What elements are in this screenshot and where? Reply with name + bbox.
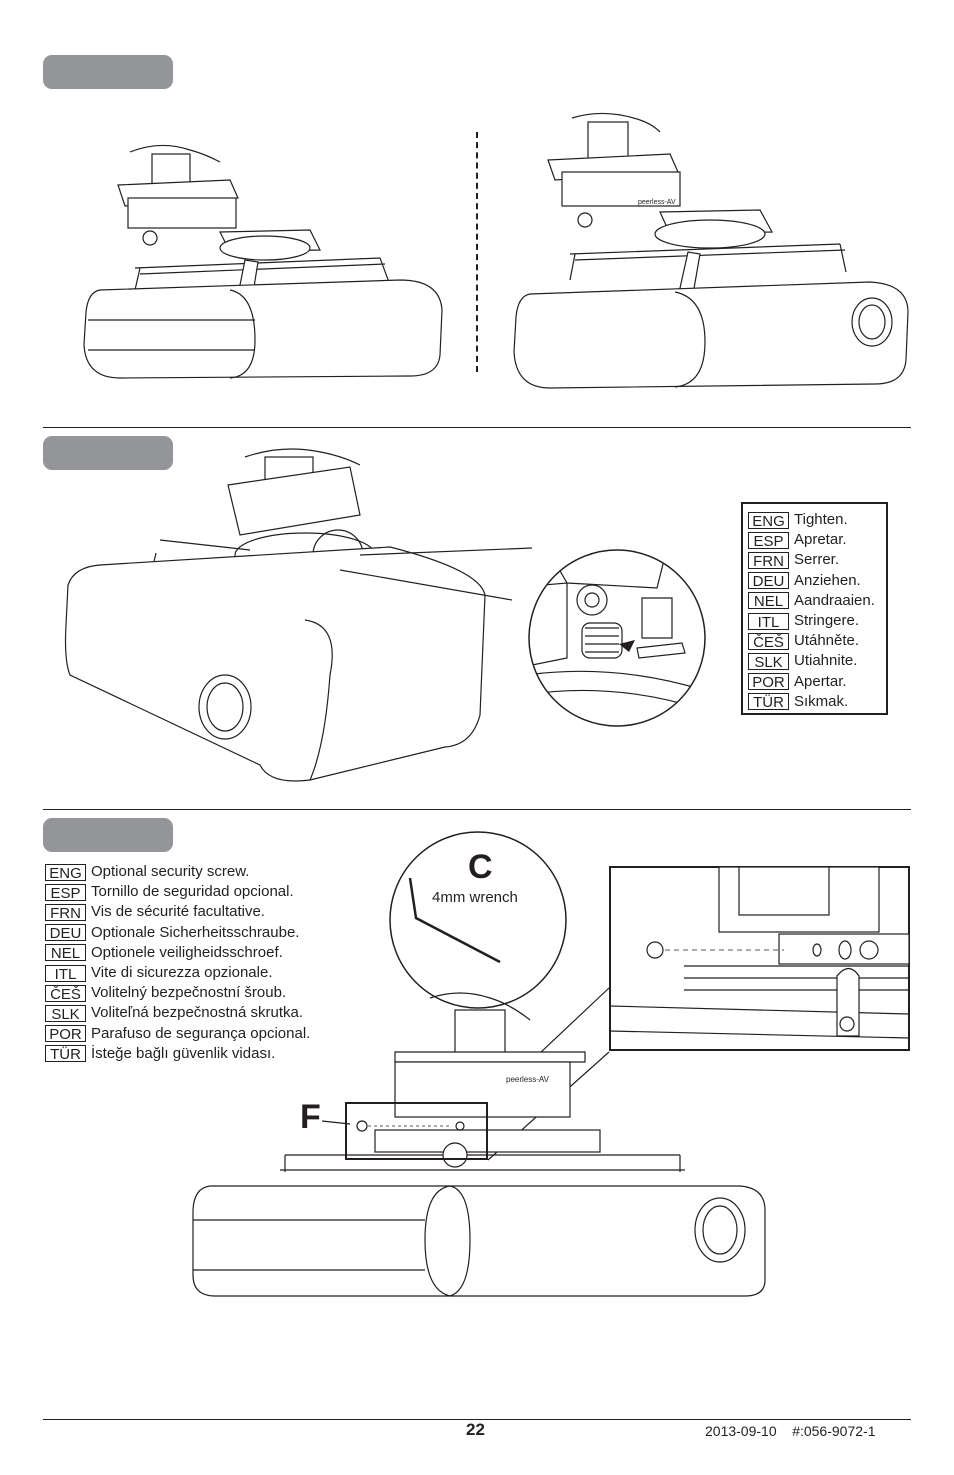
legend-text: Parafuso de segurança opcional.: [91, 1024, 311, 1042]
legend-text: Apretar.: [794, 531, 847, 549]
legend-row: DEU Anziehen.: [748, 571, 875, 591]
tighten-detail-zoom: [528, 549, 706, 727]
legend-text: Voliteľná bezpečnostná skrutka.: [91, 1004, 304, 1022]
legend-row: DEU Optionale Sicherheitsschraube.: [45, 923, 310, 943]
legend-row: ČEŠ Utáhněte.: [748, 631, 875, 651]
language-code: ČEŠ: [748, 632, 789, 651]
footer-divider: [43, 1419, 911, 1420]
security-screw-icon: [356, 1120, 465, 1132]
language-code: DEU: [748, 572, 789, 590]
legend-text: Stringere.: [794, 611, 860, 629]
language-code: SLK: [45, 1004, 86, 1023]
legend-text: Vis de sécurité facultative.: [91, 903, 265, 921]
legend-text: Optional security screw.: [91, 863, 250, 880]
tighten-illustration: [64, 448, 486, 782]
legend-text: Utiahnite.: [794, 652, 858, 670]
legend-row: ITL Vite di sicurezza opzionale.: [45, 963, 310, 983]
language-code: DEU: [45, 924, 86, 942]
language-code: FRN: [748, 551, 789, 570]
legend-text: Tighten.: [794, 511, 848, 528]
security-screw-detail: [609, 866, 910, 1051]
legend-row: FRN Vis de sécurité facultative.: [45, 902, 310, 922]
tool-label: 4mm wrench: [432, 889, 518, 906]
legend-text: Aandraaien.: [794, 591, 875, 609]
language-code: ČEŠ: [45, 984, 86, 1003]
legend-text: Tornillo de seguridad opcional.: [91, 883, 294, 901]
step-3-label: [43, 818, 173, 852]
projector-mount-illustration-right: peerless-AV: [513, 112, 909, 389]
legend-text: Optionale Sicherheitsschraube.: [91, 923, 300, 941]
tighten-legend: ENG Tighten. ESP Apretar. FRN Serrer. DEU An…: [741, 502, 888, 715]
language-code: FRN: [45, 903, 86, 922]
logo-mark: peerless-AV: [506, 1075, 550, 1084]
language-code: TÜR: [45, 1045, 86, 1063]
projector-mount-illustration-left: [83, 144, 443, 379]
footer-date: 2013-09-10: [705, 1423, 777, 1439]
detail-f-box: [345, 1102, 488, 1160]
legend-text: Serrer.: [794, 551, 840, 569]
legend-text: Volitelný bezpečnostní šroub.: [91, 984, 287, 1002]
language-code: NEL: [748, 592, 789, 610]
legend-row: NEL Optionele veiligheidsschroef.: [45, 943, 310, 963]
step-1-label: [43, 55, 173, 89]
language-code: SLK: [748, 652, 789, 671]
legend-row: ENG Tighten.: [748, 510, 875, 530]
tool-letter: C: [468, 848, 493, 886]
language-code: TÜR: [748, 693, 789, 711]
page-number: 22: [466, 1420, 485, 1439]
language-code: ITL: [45, 964, 86, 983]
legend-row: POR Parafuso de segurança opcional.: [45, 1024, 310, 1044]
legend-text: Utáhněte.: [794, 632, 860, 650]
legend-row: ESP Apretar.: [748, 530, 875, 550]
logo-mark: peerless-AV: [638, 199, 676, 206]
legend-row: ENG Optional security screw.: [45, 862, 310, 882]
legend-row: ČEŠ Volitelný bezpečnostní šroub.: [45, 983, 310, 1003]
comparison-divider: [476, 132, 478, 372]
legend-text: İsteğe bağlı güvenlik vidası.: [91, 1044, 276, 1062]
legend-text: Sıkmak.: [794, 692, 849, 710]
legend-row: POR Apertar.: [748, 672, 875, 692]
legend-text: Apertar.: [794, 672, 847, 690]
section-divider-2: [43, 809, 911, 810]
part-f-leader: [321, 1120, 351, 1125]
legend-row: TÜR Sıkmak.: [748, 692, 875, 712]
projector-mount-illustration-bottom: peerless-AV: [192, 992, 766, 1297]
legend-row: FRN Serrer.: [748, 550, 875, 570]
legend-row: ITL Stringere.: [748, 611, 875, 631]
allen-wrench-icon: [408, 877, 501, 964]
legend-text: Vite di sicurezza opzionale.: [91, 963, 273, 981]
language-code: POR: [748, 673, 789, 691]
legend-text: Anziehen.: [794, 571, 861, 589]
language-code: POR: [45, 1025, 86, 1043]
language-code: ESP: [748, 531, 789, 550]
step-2-label: [43, 436, 173, 470]
security-legend: ENG Optional security screw. ESP Tornillo …: [45, 862, 310, 1064]
language-code: ESP: [45, 883, 86, 902]
legend-row: ESP Tornillo de seguridad opcional.: [45, 882, 310, 902]
language-code: NEL: [45, 944, 86, 962]
language-code: ENG: [748, 511, 789, 530]
legend-row: SLK Utiahnite.: [748, 651, 875, 671]
part-label-f: F: [300, 1098, 321, 1136]
language-code: ITL: [748, 612, 789, 631]
wrench-tool-callout: [389, 831, 567, 1009]
legend-row: NEL Aandraaien.: [748, 591, 875, 611]
footer-doc-info: 2013-09-10 #:056-9072-1: [705, 1423, 875, 1439]
footer-doc-number: #:056-9072-1: [792, 1423, 876, 1439]
legend-text: Optionele veiligheidsschroef.: [91, 943, 283, 961]
legend-row: SLK Voliteľná bezpečnostná skrutka.: [45, 1003, 310, 1023]
legend-row: TÜR İsteğe bağlı güvenlik vidası.: [45, 1044, 310, 1064]
section-divider-1: [43, 427, 911, 428]
language-code: ENG: [45, 863, 86, 882]
